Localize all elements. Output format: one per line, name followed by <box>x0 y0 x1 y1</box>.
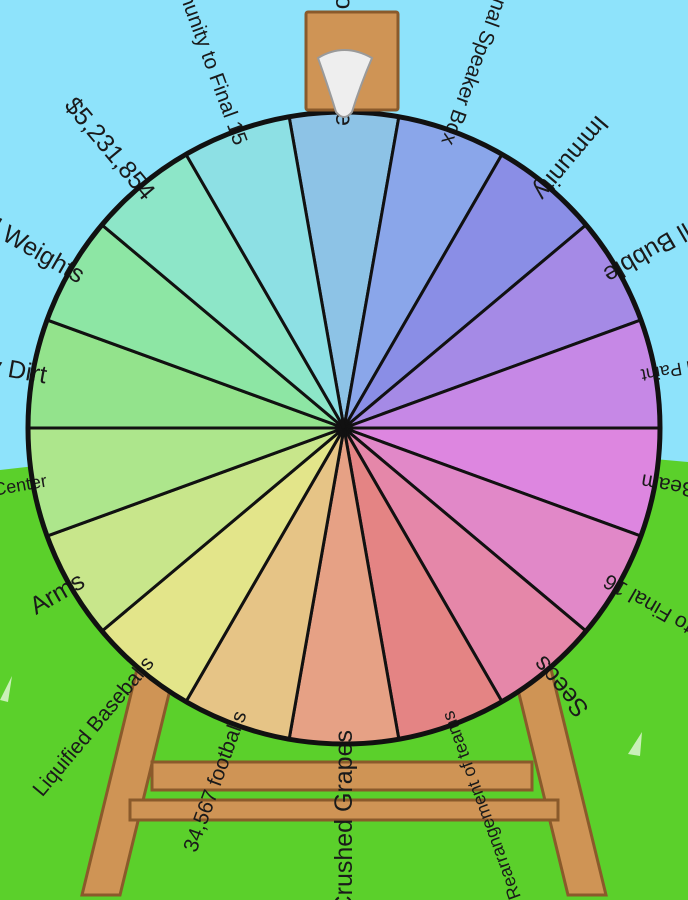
grass-blade <box>628 732 642 756</box>
wheel-segment-label: Crushed Grapes <box>330 730 358 900</box>
grass-blade <box>0 676 12 702</box>
easel-crossbar-lower <box>128 798 560 822</box>
wooden-easel <box>80 663 608 897</box>
wheel-segments <box>26 110 662 746</box>
easel-crossbar-upper <box>150 760 534 792</box>
pointer-mount <box>304 10 400 118</box>
wheel-pointer-icon <box>316 49 374 118</box>
